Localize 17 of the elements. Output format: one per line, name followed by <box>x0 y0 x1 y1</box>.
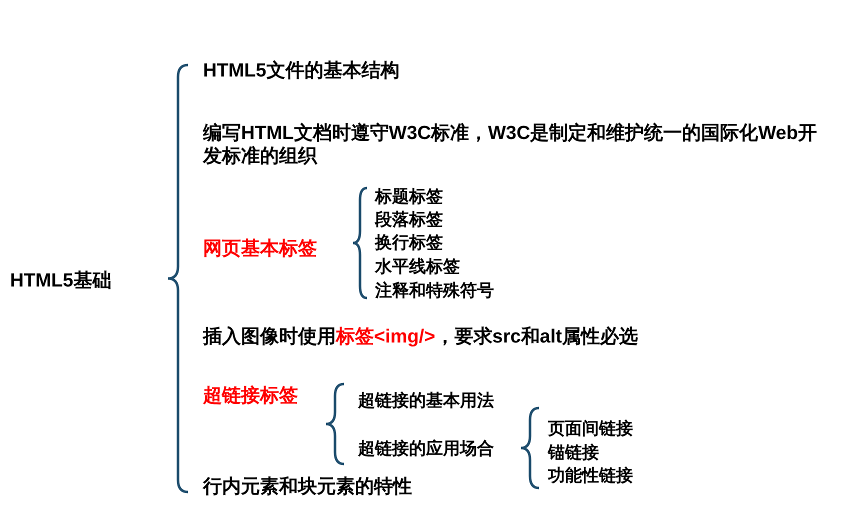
subtopic-text: 页面间链接 <box>548 418 634 440</box>
subtopic-text: 注释和特殊符号 <box>375 280 495 302</box>
subtopic-text: 超链接的应用场合 <box>358 438 495 460</box>
topic-text: 网页基本标签 <box>203 238 318 262</box>
topic-text: HTML5文件的基本结构 <box>203 60 400 84</box>
subtopic-text: 换行标签 <box>375 232 444 254</box>
topic-text: 插入图像时使用标签<img/>，要求src和alt属性必选 <box>203 326 639 350</box>
subtopic-text: 锚链接 <box>548 442 600 464</box>
subtopic-text: 超链接的基本用法 <box>358 390 495 412</box>
subtopic-text: 水平线标签 <box>375 256 461 278</box>
subtopic-text: 段落标签 <box>375 210 444 230</box>
subtopic-text: 功能性链接 <box>548 466 634 486</box>
root-topic: HTML5基础 <box>10 270 112 294</box>
topic-text: 超链接标签 <box>203 386 299 408</box>
topic-text: 编写HTML文档时遵守W3C标准，W3C是制定和维护统一的国际化Web开发标准的组织 <box>203 123 818 169</box>
topic-text: 行内元素和块元素的特性 <box>203 476 413 500</box>
subtopic-text: 标题标签 <box>375 186 444 208</box>
